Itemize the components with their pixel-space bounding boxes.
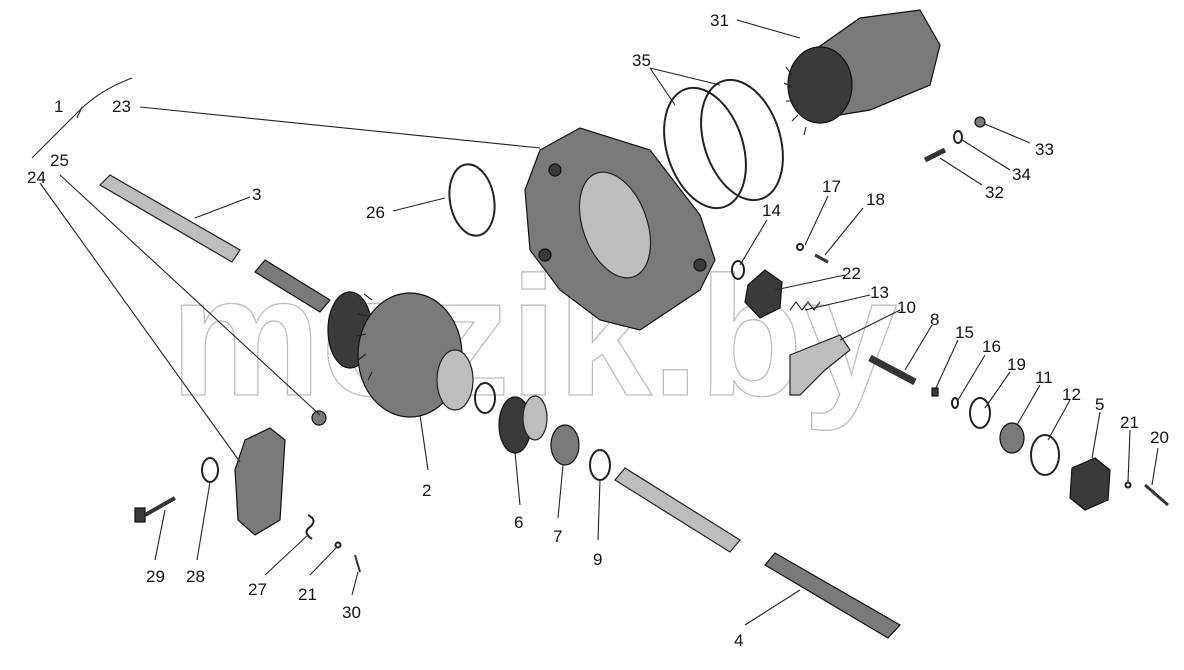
part-2-differential <box>327 291 474 418</box>
callout-33: 33 <box>1035 140 1054 159</box>
part-11-bushing <box>999 422 1025 454</box>
part-5-cover <box>1069 457 1111 511</box>
part-3-half-shaft <box>99 174 331 313</box>
callout-15: 15 <box>955 323 974 342</box>
callout-32: 32 <box>985 183 1004 202</box>
callout-10: 10 <box>897 298 916 317</box>
part-21-pin-right <box>1124 481 1132 489</box>
part-4-half-shaft <box>614 467 901 639</box>
part-35-gaskets <box>663 78 784 210</box>
part-8-rod <box>868 354 917 386</box>
callout-14: 14 <box>762 201 781 220</box>
part-6-bearing <box>498 395 548 454</box>
part-25-nut <box>311 410 327 426</box>
callout-27: 27 <box>248 580 267 599</box>
callout-12: 12 <box>1062 385 1081 404</box>
callout-34: 34 <box>1012 165 1031 184</box>
callout-35: 35 <box>632 51 651 70</box>
callout-21-left: 21 <box>298 585 317 604</box>
part-29-bolt <box>134 496 176 523</box>
part-24-bearing-cap <box>234 427 286 536</box>
part-16-washer <box>951 397 959 409</box>
part-ring-clip-upper <box>474 382 496 414</box>
part-20-bolt <box>1144 483 1169 507</box>
callout-6: 6 <box>514 513 523 532</box>
callout-19: 19 <box>1007 355 1026 374</box>
callout-7: 7 <box>553 527 562 546</box>
callout-9: 9 <box>593 550 602 569</box>
callout-13: 13 <box>870 283 889 302</box>
callout-20: 20 <box>1150 428 1169 447</box>
callout-17: 17 <box>822 177 841 196</box>
part-32-stud <box>923 147 947 163</box>
callout-8: 8 <box>930 310 939 329</box>
callout-26: 26 <box>366 203 385 222</box>
part-21-pin-left <box>334 541 342 549</box>
part-17-ball <box>796 243 804 251</box>
part-28-lock-plate <box>201 457 219 483</box>
callout-3: 3 <box>252 185 261 204</box>
part-14-ring <box>731 260 745 280</box>
callout-11: 11 <box>1035 368 1053 387</box>
part-33-nut <box>974 116 986 128</box>
part-15-plug <box>931 387 939 397</box>
part-13-spring <box>789 301 821 311</box>
part-31-pinion-housing <box>783 9 941 136</box>
part-12-gasket <box>1030 434 1060 476</box>
callout-29: 29 <box>146 567 165 586</box>
callout-30: 30 <box>342 603 361 622</box>
callout-18: 18 <box>866 190 885 209</box>
callout-4: 4 <box>734 631 743 650</box>
part-23-carrier-housing <box>524 127 716 331</box>
part-10-fork <box>789 334 851 396</box>
part-7-bearing <box>550 424 580 466</box>
callout-28: 28 <box>186 567 205 586</box>
callout-22: 22 <box>842 264 861 283</box>
callout-16: 16 <box>982 337 1001 356</box>
callout-31: 31 <box>710 11 729 30</box>
callout-2: 2 <box>422 481 431 500</box>
part-9-ring-clip <box>589 449 611 481</box>
part-34-washer <box>953 130 963 144</box>
callout-1: 1 <box>54 97 63 116</box>
callout-24: 24 <box>27 168 46 187</box>
callout-labels: 1 23 24 25 3 26 35 31 33 34 32 17 18 14 … <box>27 11 1169 650</box>
part-26-ring <box>448 163 496 237</box>
part-30-pin <box>354 554 361 573</box>
callout-21-right: 21 <box>1120 413 1139 432</box>
leader-lines <box>31 19 1159 626</box>
part-19-ring <box>969 397 991 429</box>
callout-5: 5 <box>1095 395 1104 414</box>
part-22-flange <box>744 269 783 319</box>
part-18-pin <box>814 253 829 264</box>
callout-25: 25 <box>50 151 69 170</box>
callout-23: 23 <box>112 97 131 116</box>
